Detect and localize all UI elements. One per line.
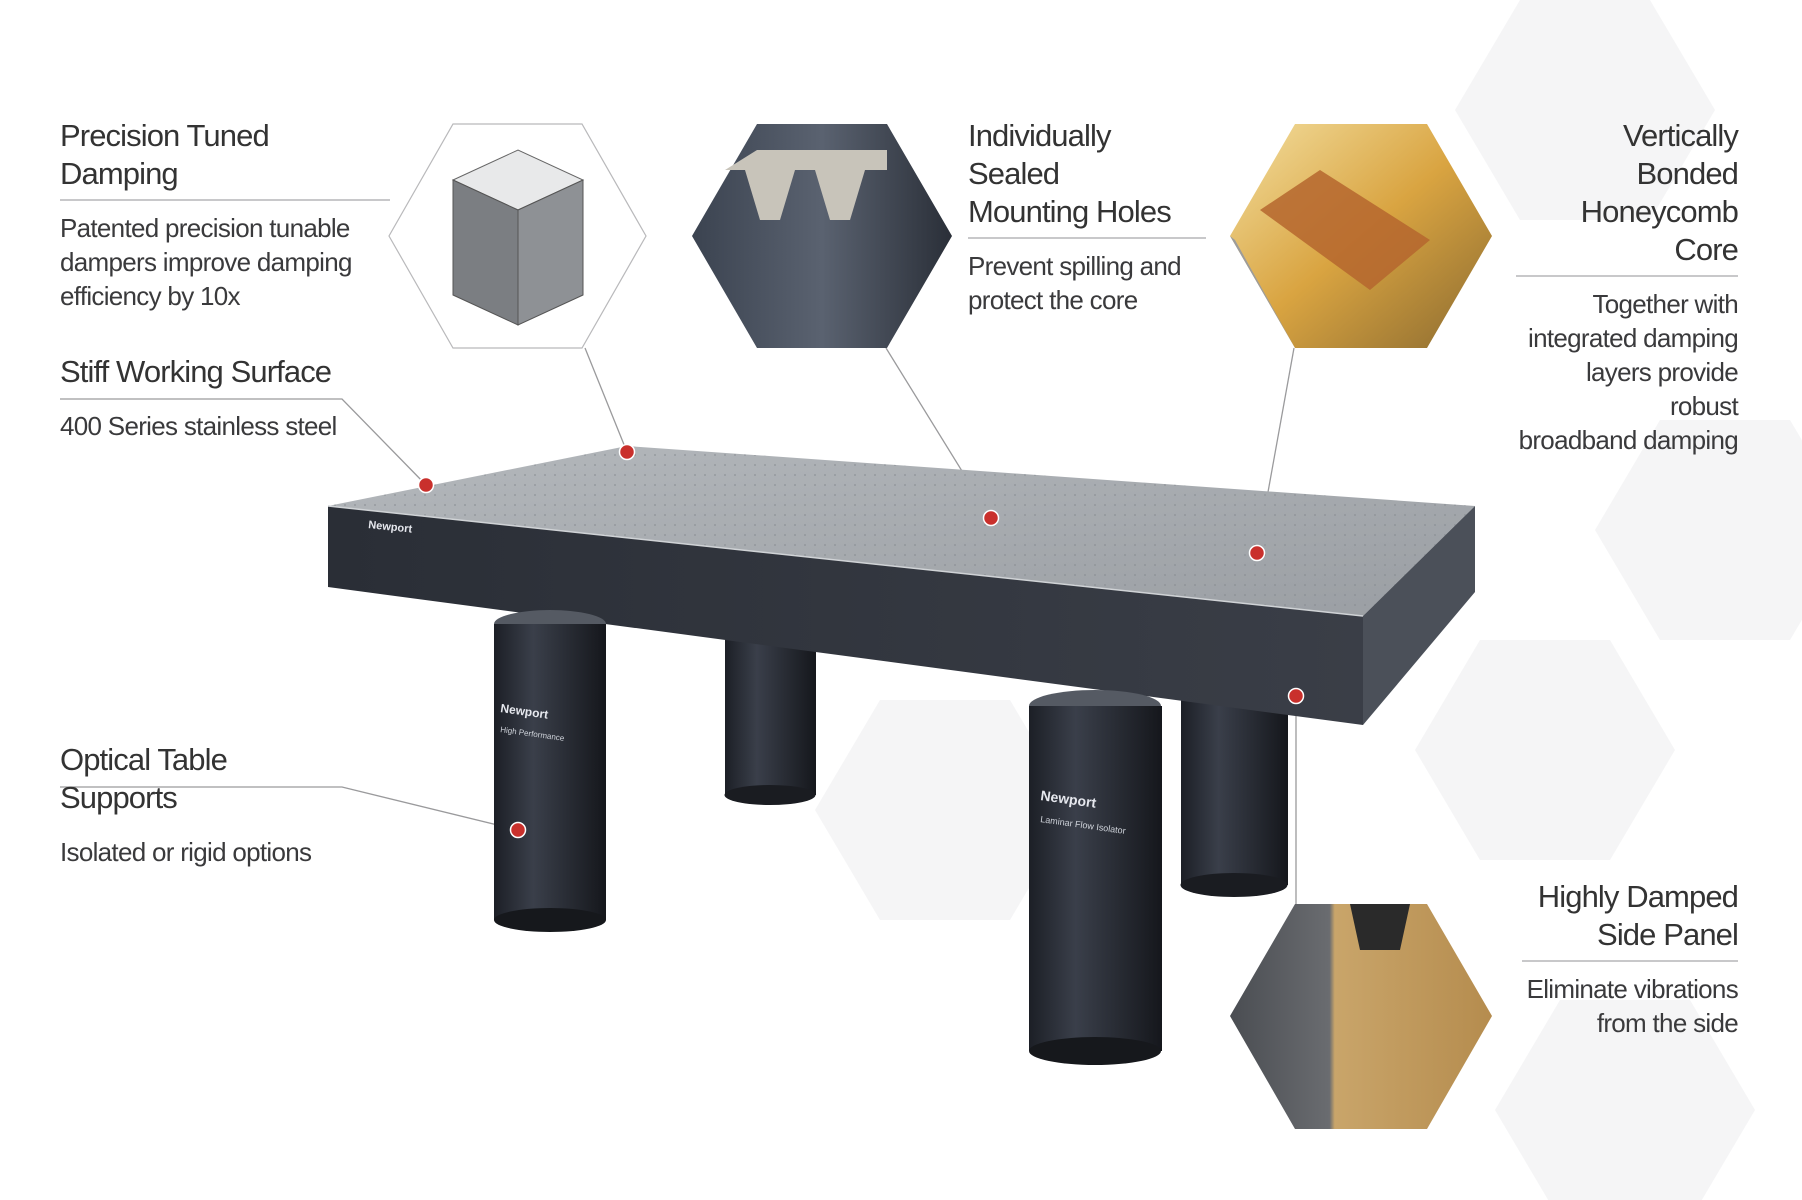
- description-line: from the side: [1596, 1008, 1739, 1038]
- feature-precision-tuned-damping: Precision Tuned Damping Patented precisi…: [60, 117, 390, 313]
- optical-table: [327, 446, 1475, 725]
- table-leg-back-right: [1180, 690, 1288, 897]
- feature-stiff-working-surface: Stiff Working Surface 400 Series stainle…: [60, 353, 342, 443]
- description-line: broadband damping: [1518, 425, 1739, 455]
- description-line: Prevent spilling and: [968, 251, 1182, 281]
- description-line: 400 Series stainless steel: [60, 411, 337, 441]
- title-line: Side Panel: [1597, 917, 1739, 952]
- title-line: Honeycomb Core: [1580, 194, 1739, 267]
- side-panel-detail-hexagon: [1230, 904, 1492, 1129]
- title-line: Vertically Bonded: [1622, 118, 1739, 191]
- description-line: protect the core: [968, 285, 1138, 315]
- callout-dot-holes: [982, 509, 1000, 527]
- description-line: Eliminate vibrations: [1526, 974, 1739, 1004]
- callout-dot-surface: [417, 476, 435, 494]
- description-line: integrated damping: [1528, 323, 1739, 353]
- feature-title: Highly Damped Side Panel: [1522, 878, 1739, 954]
- title-line: Mounting Holes: [968, 194, 1172, 229]
- isolator-brand-logo: Newport: [1040, 787, 1098, 811]
- description-line: layers provide robust: [1585, 357, 1739, 421]
- background-hexagons: [815, 0, 1802, 1200]
- description-line: Together with: [1592, 289, 1738, 319]
- description-line: dampers improve damping: [60, 247, 352, 277]
- table-brand-logo: Newport: [368, 519, 413, 536]
- feature-description: Eliminate vibrations from the side: [1522, 972, 1739, 1040]
- callout-dots: [417, 443, 1305, 839]
- callout-dot-side-panel: [1287, 687, 1305, 705]
- honeycomb-core-detail-hexagon: [1230, 124, 1492, 348]
- feature-vertically-bonded-honeycomb-core: Vertically Bonded Honeycomb Core Togethe…: [1516, 117, 1739, 457]
- table-side-panel: [1363, 506, 1475, 725]
- feature-title: Vertically Bonded Honeycomb Core: [1516, 117, 1739, 269]
- table-front-panel: [328, 506, 1363, 725]
- table-leg-front-right: Newport Laminar Flow Isolator: [1029, 690, 1162, 1065]
- divider: [1522, 960, 1738, 962]
- description-line: Patented precision tunable: [60, 213, 350, 243]
- table-leg-front-left: Newport High Performance: [494, 610, 606, 932]
- divider: [968, 237, 1206, 239]
- mounting-holes-detail-hexagon: [692, 124, 952, 348]
- callout-dot-core: [1248, 544, 1266, 562]
- callout-dot-damping: [618, 443, 636, 461]
- feature-highly-damped-side-panel: Highly Damped Side Panel Eliminate vibra…: [1522, 878, 1739, 1040]
- divider: [1516, 275, 1738, 277]
- feature-description: Prevent spilling and protect the core: [968, 249, 1206, 317]
- feature-description: Patented precision tunable dampers impro…: [60, 211, 390, 313]
- feature-description: Together with integrated damping layers …: [1516, 287, 1739, 457]
- feature-individually-sealed-mounting-holes: Individually Sealed Mounting Holes Preve…: [968, 117, 1206, 317]
- feature-title: Stiff Working Surface: [60, 354, 332, 389]
- feature-title: Precision Tuned Damping: [60, 118, 270, 191]
- table-leg-back-left: [724, 630, 816, 805]
- feature-optical-table-supports: Optical Table Supports Isolated or rigid…: [60, 741, 342, 869]
- feature-description: Isolated or rigid options: [60, 835, 342, 869]
- damper-detail-hexagon: [388, 123, 647, 349]
- callout-dot-supports: [509, 821, 527, 839]
- isolator-brand-logo: Newport: [500, 701, 549, 722]
- description-line: Isolated or rigid options: [60, 837, 312, 867]
- feature-title: Optical Table Supports: [60, 742, 228, 815]
- divider: [60, 199, 390, 201]
- description-line: efficiency by 10x: [60, 281, 241, 311]
- feature-description: 400 Series stainless steel: [60, 409, 342, 443]
- feature-title: Individually Sealed Mounting Holes: [968, 117, 1206, 231]
- title-line: Highly Damped: [1537, 879, 1739, 914]
- title-line: Individually Sealed: [968, 118, 1111, 191]
